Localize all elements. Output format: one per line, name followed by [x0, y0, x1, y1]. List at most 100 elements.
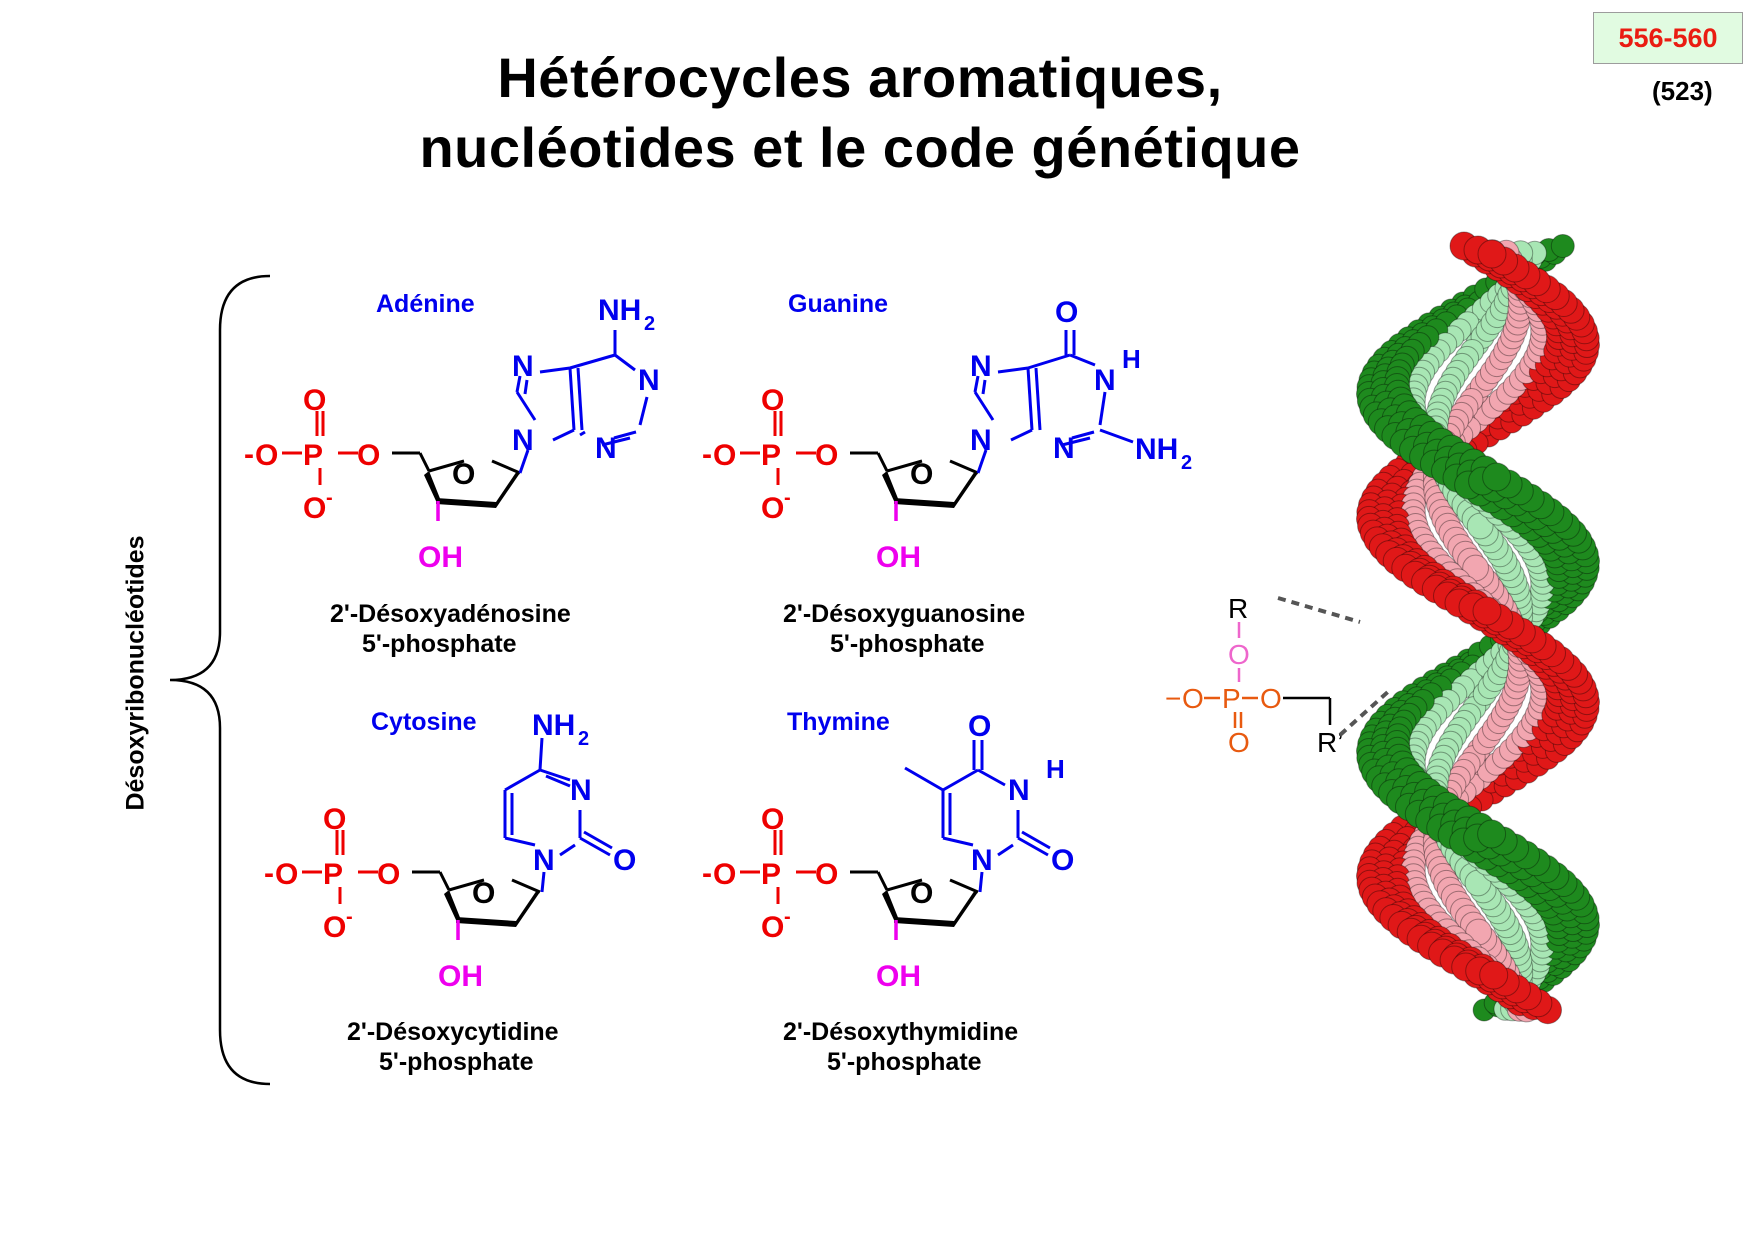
atom-h1: H: [1122, 344, 1141, 374]
amino-group: NH: [598, 294, 641, 327]
phosphate-minus: -: [264, 857, 274, 890]
hydroxyl-3prime: OH: [876, 541, 921, 574]
page-reference-badge: 556-560: [1593, 12, 1743, 64]
linkage-minus: −: [1165, 683, 1181, 714]
amino-subscript: 2: [578, 728, 589, 750]
phosphate-minus: -: [702, 857, 712, 890]
atom-n3: N: [570, 774, 592, 807]
helix-atom-sphere: [1477, 819, 1507, 849]
nucleotide-name-line1: 2'-Désoxyguanosine: [783, 600, 1025, 628]
phosphate-p: P: [761, 858, 781, 891]
phosphate-o-top: O: [761, 384, 784, 417]
phosphate-minus-bottom: -: [326, 487, 333, 509]
adenine-nucleotide: Adénine - O P O O - O O OH: [244, 290, 660, 658]
nucleotide-name-line1: 2'-Désoxycytidine: [347, 1018, 559, 1046]
nucleotide-name-line1: 2'-Désoxythymidine: [783, 1018, 1018, 1046]
sugar-ring-oxygen: O: [472, 877, 495, 910]
base-name-adenine: Adénine: [376, 290, 475, 318]
phosphate-group: [280, 409, 406, 487]
thymine-base: [904, 740, 1051, 893]
atom-n3: N: [595, 432, 617, 465]
phosphate-o-top: O: [303, 384, 326, 417]
atom-n1: N: [1094, 364, 1116, 397]
phosphate-o-bottom: O: [323, 911, 346, 944]
phosphate-p: P: [761, 439, 781, 472]
sugar-ring-oxygen: O: [910, 458, 933, 491]
helix-atom-sphere: [1479, 960, 1509, 990]
phosphate-group: [300, 828, 426, 906]
grouping-brace: [169, 274, 271, 1086]
atom-n1: N: [971, 844, 993, 877]
phosphate-p: P: [303, 439, 323, 472]
phosphate-o-bottom: O: [303, 492, 326, 525]
phosphate-minus-bottom: -: [784, 487, 791, 509]
atom-n9: N: [512, 424, 534, 457]
phosphate-group: [738, 828, 864, 906]
cytosine-base: [503, 737, 613, 893]
phosphate-o-left: O: [713, 858, 736, 891]
atom-n7: N: [512, 350, 534, 383]
phosphate-minus-bottom: -: [346, 906, 353, 928]
thymine-nucleotide: Thymine - O P O O - O O OH N N H O: [702, 708, 1074, 1076]
adenine-base: [515, 330, 649, 474]
linkage-o-right: O: [1260, 683, 1282, 714]
phosphate-p: P: [323, 858, 343, 891]
nucleotide-name-line2: 5'-phosphate: [362, 630, 517, 658]
atom-n7: N: [970, 350, 992, 383]
hydroxyl-3prime: OH: [876, 960, 921, 993]
substituent-r-prime: R’: [1317, 727, 1343, 758]
carbonyl-o: O: [613, 844, 636, 877]
phosphate-o-left: O: [713, 439, 736, 472]
amino-group: NH: [532, 709, 575, 742]
atom-n3: N: [1008, 774, 1030, 807]
hydroxyl-3prime: OH: [438, 960, 483, 993]
base-name-guanine: Guanine: [788, 290, 888, 318]
helix-atom-sphere: [1477, 239, 1507, 269]
substituent-r: R: [1228, 593, 1248, 624]
amino-group: NH: [1135, 433, 1178, 466]
phosphate-o-ester: O: [815, 439, 838, 472]
phosphate-minus-bottom: -: [784, 906, 791, 928]
phosphate-o-top: O: [761, 803, 784, 836]
cytosine-nucleotide: Cytosine - O P O O - O O OH N N O NH 2: [264, 708, 636, 1076]
phosphate-o-left: O: [255, 439, 278, 472]
atom-n3: N: [1053, 432, 1075, 465]
linkage-o-left: O: [1182, 683, 1204, 714]
carbonyl-o: O: [1055, 296, 1078, 329]
phosphate-o-ester: O: [815, 858, 838, 891]
bridging-oxygen: O: [1228, 639, 1250, 670]
phosphate-group: [738, 409, 864, 487]
phosphate-o-top: O: [323, 803, 346, 836]
linkage-o-double: O: [1228, 727, 1250, 758]
atom-n9: N: [970, 424, 992, 457]
sugar-ring-oxygen: O: [452, 458, 475, 491]
phosphate-minus: -: [702, 438, 712, 471]
guanine-nucleotide: Guanine - O P O O - O O OH N: [702, 290, 1192, 658]
atom-n1: N: [533, 844, 555, 877]
phosphate-o-bottom: O: [761, 911, 784, 944]
dna-double-helix-image: [1356, 231, 1601, 1025]
atom-n1: N: [638, 364, 660, 397]
sugar-ring-oxygen: O: [910, 877, 933, 910]
linkage-p: P: [1222, 683, 1241, 714]
carbonyl-o-2: O: [1051, 844, 1074, 877]
phosphodiester-linkage: R O − O P O O R’: [1165, 593, 1392, 758]
guanine-base: [973, 330, 1134, 474]
amino-subscript: 2: [644, 313, 655, 335]
amino-subscript: 2: [1181, 452, 1192, 474]
phosphate-o-bottom: O: [761, 492, 784, 525]
helix-atom-sphere: [1472, 596, 1502, 626]
page-title-line1: Hétérocycles aromatiques,: [497, 46, 1223, 109]
atom-h3: H: [1046, 754, 1065, 784]
nucleotide-name-line2: 5'-phosphate: [379, 1048, 534, 1076]
carbonyl-o-4: O: [968, 710, 991, 743]
hydroxyl-3prime: OH: [418, 541, 463, 574]
nucleotide-name-line2: 5'-phosphate: [827, 1048, 982, 1076]
phosphate-o-left: O: [275, 858, 298, 891]
nucleotide-name-line1: 2'-Désoxyadénosine: [330, 600, 571, 628]
phosphate-minus: -: [244, 438, 254, 471]
page-title-line2: nucléotides et le code génétique: [419, 116, 1301, 179]
nucleotide-name-line2: 5'-phosphate: [830, 630, 985, 658]
base-name-thymine: Thymine: [787, 708, 890, 736]
